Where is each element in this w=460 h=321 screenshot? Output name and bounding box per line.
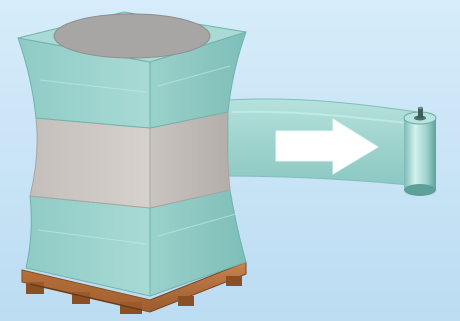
load-top-ellipse [54,14,210,58]
load-middle-front [30,118,150,208]
stretch-film-roll-icon [404,107,436,196]
